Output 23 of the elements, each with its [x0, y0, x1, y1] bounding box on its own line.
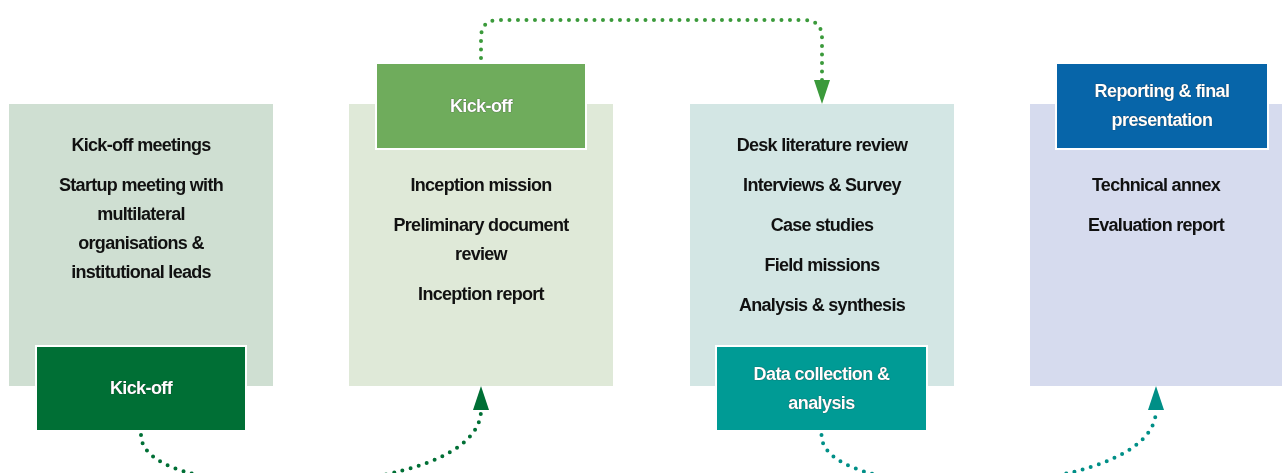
phase-tab: [715, 345, 928, 432]
dotted-arrow: [819, 387, 1164, 473]
activity-text: Evaluation report: [1087, 214, 1225, 237]
activity-text: Desk literature review: [736, 134, 908, 157]
activity-text: Analysis & synthesis: [738, 294, 906, 317]
activity-text: Preliminary document review: [392, 214, 570, 266]
activity-text: Startup meeting with multilateral organisations & institutional leads: [59, 174, 223, 284]
activity-text: Technical annex: [1091, 174, 1221, 197]
dotted-arrow: [139, 387, 489, 473]
tab-label: Kick-off: [449, 94, 513, 118]
dotted-arrow: [479, 18, 830, 104]
activity-text: Kick-off meetings: [71, 134, 211, 157]
phase-tab: [1055, 62, 1269, 150]
tab-label: Kick-off: [109, 377, 173, 400]
tab-label: Data collection & analysis: [753, 362, 890, 415]
tab-label: Reporting & final presentation: [1093, 80, 1231, 132]
activity-text: Field missions: [764, 254, 880, 277]
activity-text: Interviews & Survey: [743, 174, 901, 197]
activity-text: Inception mission: [410, 174, 552, 197]
phase-tab: [375, 62, 587, 150]
phase-tab: [35, 345, 247, 432]
activity-text: Case studies: [770, 214, 874, 237]
activity-text: Inception report: [418, 283, 544, 306]
